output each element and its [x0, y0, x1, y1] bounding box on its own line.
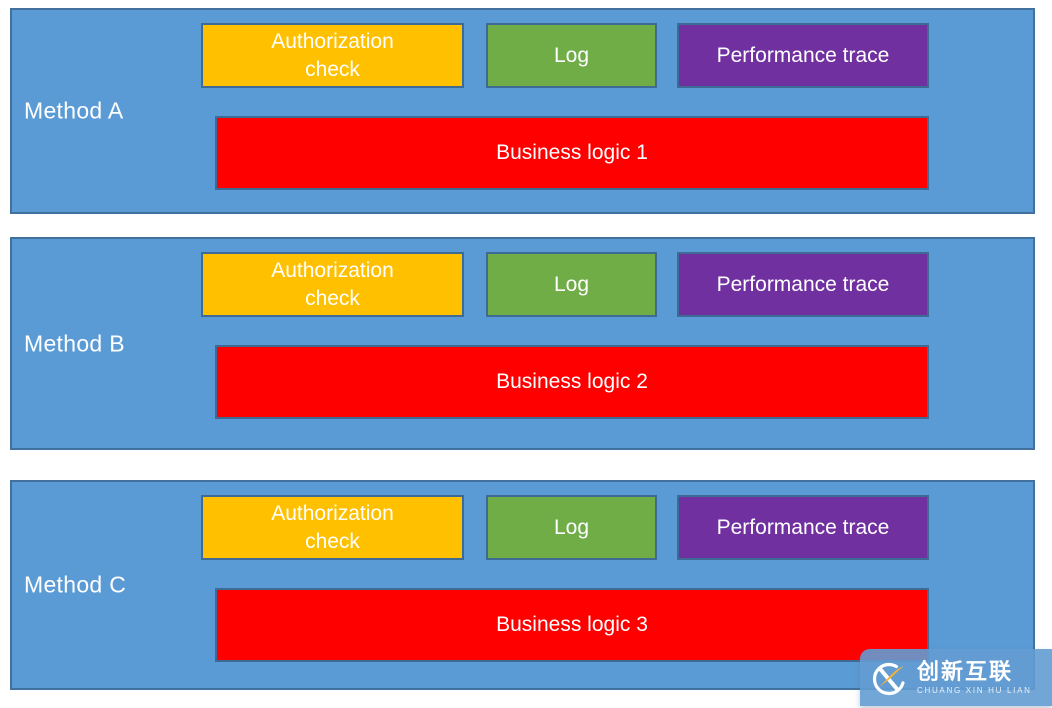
- performance-trace-box: Performance trace: [677, 495, 929, 560]
- authorization-check-label: Authorization check: [271, 502, 394, 553]
- authorization-check-label: Authorization check: [271, 259, 394, 310]
- method-label: Method B: [24, 330, 125, 356]
- log-label: Log: [553, 272, 590, 296]
- method-label: Method A: [24, 97, 124, 124]
- business-logic-box: Business logic 2: [215, 345, 929, 419]
- business-logic-box: Business logic 3: [215, 588, 929, 662]
- log-label: Log: [553, 515, 590, 539]
- performance-trace-box: Performance trace: [677, 252, 929, 317]
- brand-name: 创新互联: [917, 658, 1014, 684]
- watermark: 创新互联 CHUANG XIN HU LIAN: [860, 649, 1052, 706]
- method-b-container: Method B Authorization check Log Perform…: [10, 237, 1035, 450]
- business-logic-label: Business logic 3: [496, 613, 648, 637]
- business-logic-box: Business logic 1: [215, 116, 929, 190]
- authorization-check-box: Authorization check: [201, 252, 464, 317]
- performance-trace-label: Performance trace: [716, 515, 890, 539]
- brand-subtitle: CHUANG XIN HU LIAN: [917, 685, 1032, 695]
- method-c-container: Method C Authorization check Log Perform…: [10, 480, 1035, 690]
- business-logic-label: Business logic 2: [496, 370, 648, 394]
- performance-trace-label: Performance trace: [716, 43, 890, 67]
- authorization-check-label: Authorization check: [271, 30, 394, 81]
- log-box: Log: [486, 252, 657, 317]
- performance-trace-label: Performance trace: [716, 272, 890, 296]
- brand-logo-icon: [872, 662, 906, 695]
- authorization-check-box: Authorization check: [201, 495, 464, 560]
- method-label: Method C: [24, 571, 127, 598]
- authorization-check-box: Authorization check: [201, 23, 464, 88]
- log-box: Log: [486, 495, 657, 560]
- brand-text-block: 创新互联 CHUANG XIN HU LIAN: [917, 658, 1032, 695]
- method-a-container: Method A Authorization check Log Perform…: [10, 8, 1035, 214]
- log-label: Log: [553, 43, 590, 67]
- performance-trace-box: Performance trace: [677, 23, 929, 88]
- log-box: Log: [486, 23, 657, 88]
- business-logic-label: Business logic 1: [496, 141, 648, 165]
